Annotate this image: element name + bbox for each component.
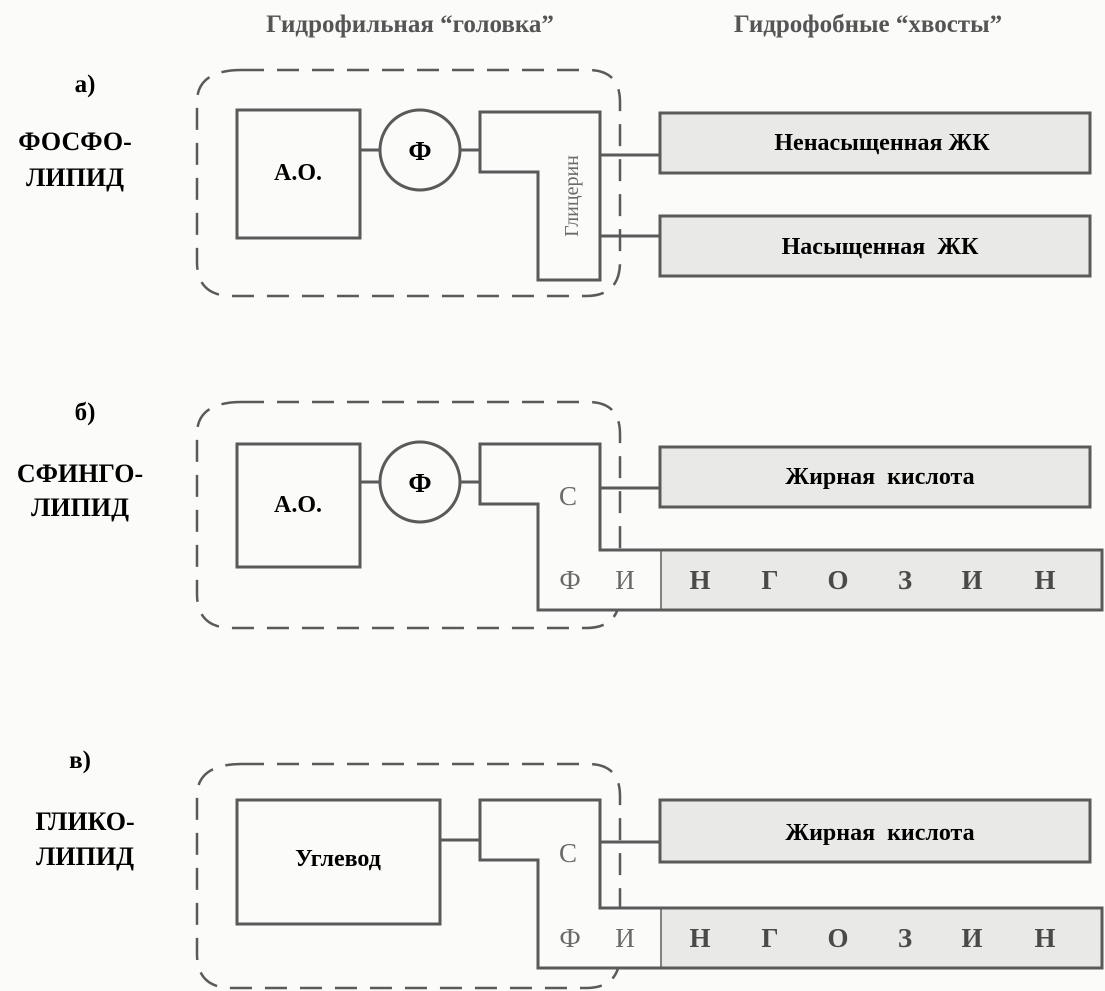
glycerol-label: Глицерин: [561, 155, 583, 237]
sphingosine-letter: И: [615, 565, 635, 595]
sphingosine-tail-shade: [662, 909, 1101, 967]
tail-unsaturated-label: Ненасыщенная ЖК: [774, 130, 990, 156]
panel-sphingolipid: [195, 400, 1104, 630]
sphingosine-letter: Н: [689, 923, 710, 953]
sphingosine-letter: Г: [761, 923, 778, 953]
panel-a-phosphate-label: Ф: [408, 136, 431, 166]
tail-saturated-label: Насыщенная ЖК: [782, 234, 979, 260]
hydrophilic-region-outline: [195, 400, 622, 630]
panel-a-head-label: А.О.: [274, 160, 322, 186]
sphingosine-letter: О: [827, 565, 848, 595]
sphingosine-letter: Ф: [559, 923, 580, 953]
sphingosine-tail-shade: [662, 551, 1101, 609]
sphingosine-letter: Н: [689, 565, 710, 595]
tail-unsaturated-fatty-acid: [658, 111, 1092, 175]
sphingosine-letter: Н: [1034, 565, 1055, 595]
header-hydrophobic: Гидрофобные “хвосты”: [734, 11, 1002, 38]
panel-c-name-line1: ГЛИКО-: [35, 807, 134, 836]
carbohydrate-label: Углевод: [295, 846, 381, 872]
tail-fatty-acid: [658, 445, 1092, 509]
panel-phospholipid: [195, 68, 1092, 298]
panel-b-name-line1: СФИНГО-: [17, 459, 143, 488]
panel-a-name-line2: ЛИПИД: [26, 163, 124, 192]
panel-b-head-label: А.О.: [274, 492, 322, 518]
head-group-box: [235, 442, 362, 569]
panel-c-sphingosine-letters: С Ф И Н Г О З И Н: [559, 838, 1056, 953]
panel-a-name-line1: ФОСФО-: [18, 127, 132, 156]
panel-b-letter: б): [75, 399, 96, 426]
hydrophilic-region-outline: [195, 762, 622, 990]
sphingosine-letter: З: [898, 923, 912, 953]
sphingosine-letter: З: [898, 565, 912, 595]
sphingosine-letter: И: [961, 923, 982, 953]
sphingosine-letter: С: [559, 838, 577, 868]
sphingosine-letter: Г: [761, 565, 778, 595]
header-hydrophilic: Гидрофильная “головка”: [266, 11, 554, 38]
panel-c-letter: в): [69, 747, 91, 774]
tail-saturated-fatty-acid: [658, 214, 1092, 278]
carbohydrate-box: [235, 798, 442, 926]
panel-b-phosphate-label: Ф: [408, 468, 431, 498]
sphingosine-letter: И: [615, 923, 635, 953]
sphingosine-letter: Н: [1034, 923, 1055, 953]
panel-b-name-line2: ЛИПИД: [31, 493, 129, 522]
sphingosine-letter: И: [961, 565, 982, 595]
sphingosine-letter: О: [827, 923, 848, 953]
sphingosine-letter: Ф: [559, 565, 580, 595]
tail-fatty-acid: [658, 798, 1092, 864]
panel-a-letter: а): [75, 71, 96, 98]
panel-b-sphingosine-letters: С Ф И Н Г О З И Н: [559, 481, 1056, 595]
sphingosine-letter: С: [559, 481, 577, 511]
panel-c-name-line2: ЛИПИД: [36, 842, 134, 871]
head-group-box: [235, 108, 362, 240]
panel-c-tail-label: Жирная кислота: [785, 820, 974, 846]
panel-b-tail-label: Жирная кислота: [785, 464, 974, 490]
panel-glycolipid: [195, 762, 1104, 990]
glycerol-backbone: [478, 110, 602, 282]
hydrophilic-region-outline: [195, 68, 622, 298]
